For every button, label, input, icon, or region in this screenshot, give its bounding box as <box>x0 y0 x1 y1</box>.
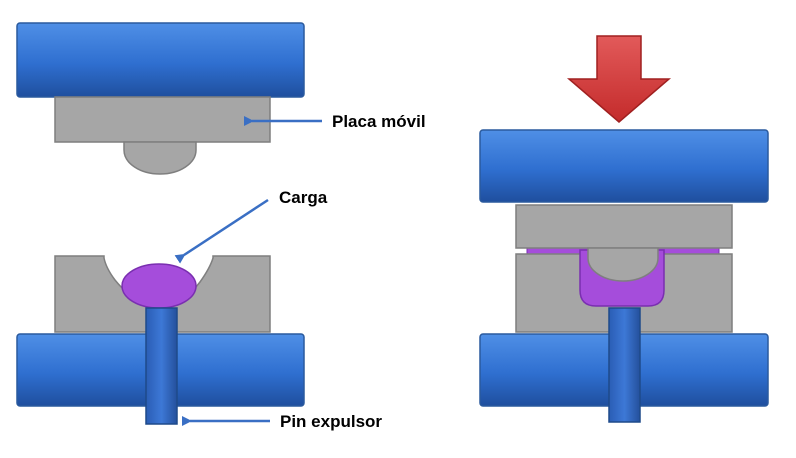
charge <box>121 263 197 309</box>
moving-plate-label: Placa móvil <box>332 112 426 131</box>
moving-plate <box>54 96 271 143</box>
upper-platen <box>16 22 305 98</box>
ejector-pin-closed <box>608 307 641 423</box>
charge-pointer <box>174 198 269 264</box>
punch <box>123 141 197 175</box>
punch-closed <box>587 247 659 282</box>
ejector-pin-label: Pin expulsor <box>280 412 382 431</box>
upper-platen-closed <box>479 129 769 203</box>
press-force-arrow <box>566 35 672 123</box>
closed-mold-group <box>479 35 769 423</box>
moving-plate-closed <box>515 204 733 249</box>
open-mold-group <box>16 22 305 425</box>
ejector-pin <box>145 307 178 425</box>
charge-label: Carga <box>279 188 328 207</box>
